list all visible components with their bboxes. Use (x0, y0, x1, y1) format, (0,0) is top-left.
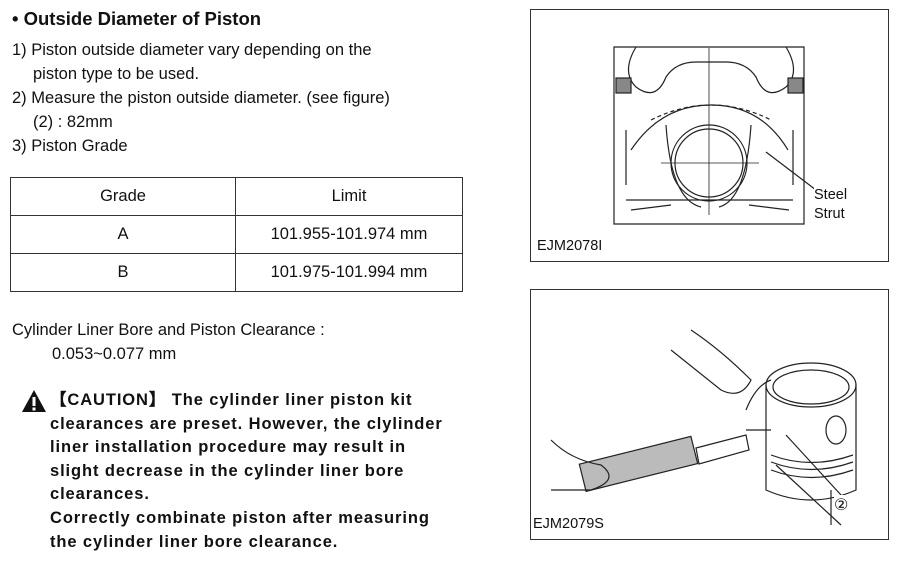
limit-cell: 101.975-101.994 mm (235, 253, 463, 292)
figure-micrometer: ② EJM2079S (530, 289, 889, 540)
figure-caption: EJM2079S (533, 516, 604, 532)
caution-line: the cylinder liner bore clearance. (50, 532, 339, 551)
step-1: 1) Piston outside diameter vary dependin… (12, 41, 372, 59)
step-3: 3) Piston Grade (12, 137, 128, 155)
caution-line: slight decrease in the cylinder liner bo… (50, 461, 405, 480)
grade-cell: A (10, 215, 236, 254)
caution-line: clearances are preset. However, the clyl… (50, 414, 443, 433)
step-2: 2) Measure the piston outside diameter. … (12, 89, 390, 107)
caution-line: clearances. (50, 485, 150, 504)
dimension-marker: ② (834, 495, 849, 515)
header-grade: Grade (10, 177, 236, 216)
figure-caption: EJM2078I (537, 238, 603, 254)
grade-cell: B (10, 253, 236, 292)
clearance-value: 0.053~0.077 mm (52, 345, 177, 363)
figure-piston-section: Steel Strut EJM2078I (530, 9, 889, 262)
step-2-cont: (2) : 82mm (33, 113, 113, 131)
limit-cell: 101.955-101.974 mm (235, 215, 463, 254)
label-strut: Strut (814, 206, 845, 222)
caution-tag: 【CAUTION】 (50, 391, 167, 409)
label-steel: Steel (814, 187, 848, 203)
clearance-label: Cylinder Liner Bore and Piston Clearance… (12, 321, 325, 339)
caution-line: liner installation procedure may result … (50, 438, 406, 457)
piston-section-drawing (613, 46, 817, 225)
section-heading: • Outside Diameter of Piston (12, 8, 262, 29)
warning-icon (22, 390, 46, 412)
caution-text: 【CAUTION】 The cylinder liner piston kit … (50, 389, 443, 554)
micrometer-drawing (550, 329, 857, 526)
header-limit: Limit (235, 177, 463, 216)
caution-line: Correctly combinate piston after measuri… (50, 508, 430, 527)
step-1-cont: piston type to be used. (33, 65, 200, 83)
caution-line: The cylinder liner piston kit (171, 391, 413, 409)
